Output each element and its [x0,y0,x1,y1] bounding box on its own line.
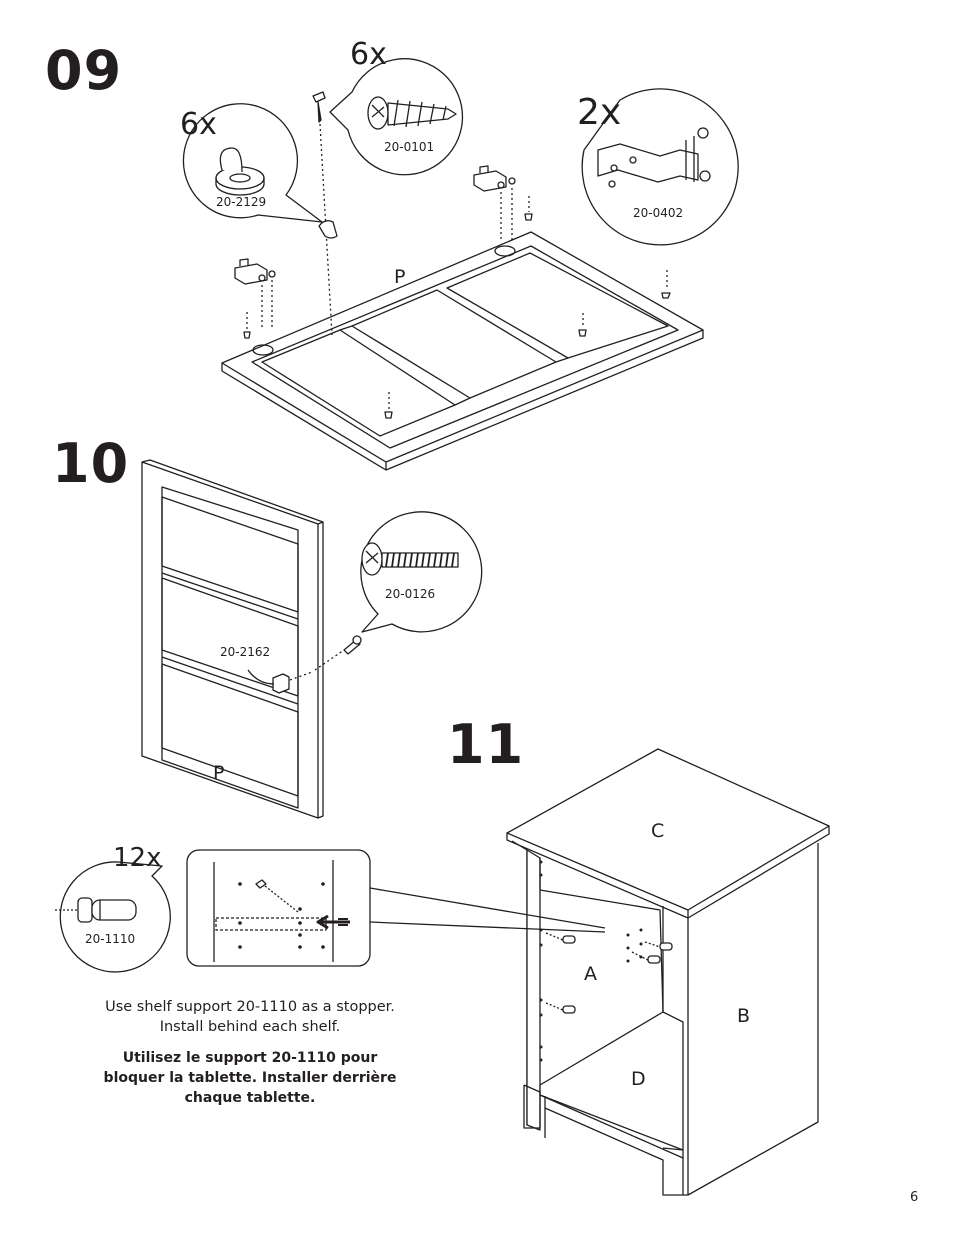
door-panel-flat [221,231,704,471]
step-number-10: 10 [52,432,130,495]
hinge-right [473,165,516,240]
part-number-machine-screw: 20-0126 [385,587,436,601]
stopper-screws [243,196,671,419]
part-number-shelf-support: 20-1110 [85,932,136,946]
screw-into-stopper [312,91,338,336]
panel-label-a: A [584,963,597,985]
detail-zoom [186,849,606,967]
cabinet [506,748,830,1196]
quantity-wood-screw: 6x [350,37,387,72]
callout-wood-screw [329,58,464,176]
part-number-stopper: 20-2129 [216,195,267,209]
panel-label-p-upright: P [213,762,225,784]
part-number-hinge: 20-0402 [633,206,684,220]
instruction-note-english: Use shelf support 20-1110 as a stopper. … [105,999,395,1035]
part-number-knob: 20-2162 [220,645,271,659]
panel-label-p-flat: P [394,266,406,288]
panel-label-c: C [651,820,665,842]
callout-shelf-support [55,861,171,973]
callout-stopper [182,103,323,223]
panel-label-b: B [737,1005,751,1027]
quantity-hinge: 2x [577,92,622,133]
knob-20-2162 [247,635,362,694]
instruction-note-french: Utilisez le support 20-1110 pour bloquer… [103,1050,397,1106]
door-panel-upright [141,459,324,819]
quantity-shelf-support: 12x [113,843,162,873]
quantity-stopper: 6x [180,107,217,142]
step-number-11: 11 [447,713,525,776]
step-number-09: 09 [45,39,123,102]
callout-machine-screw [360,511,483,633]
page-number: 6 [910,1190,919,1205]
callout-hinge [581,88,739,246]
panel-label-d: D [631,1068,646,1090]
part-number-wood-screw: 20-0101 [384,140,435,154]
hinge-left [234,258,276,330]
